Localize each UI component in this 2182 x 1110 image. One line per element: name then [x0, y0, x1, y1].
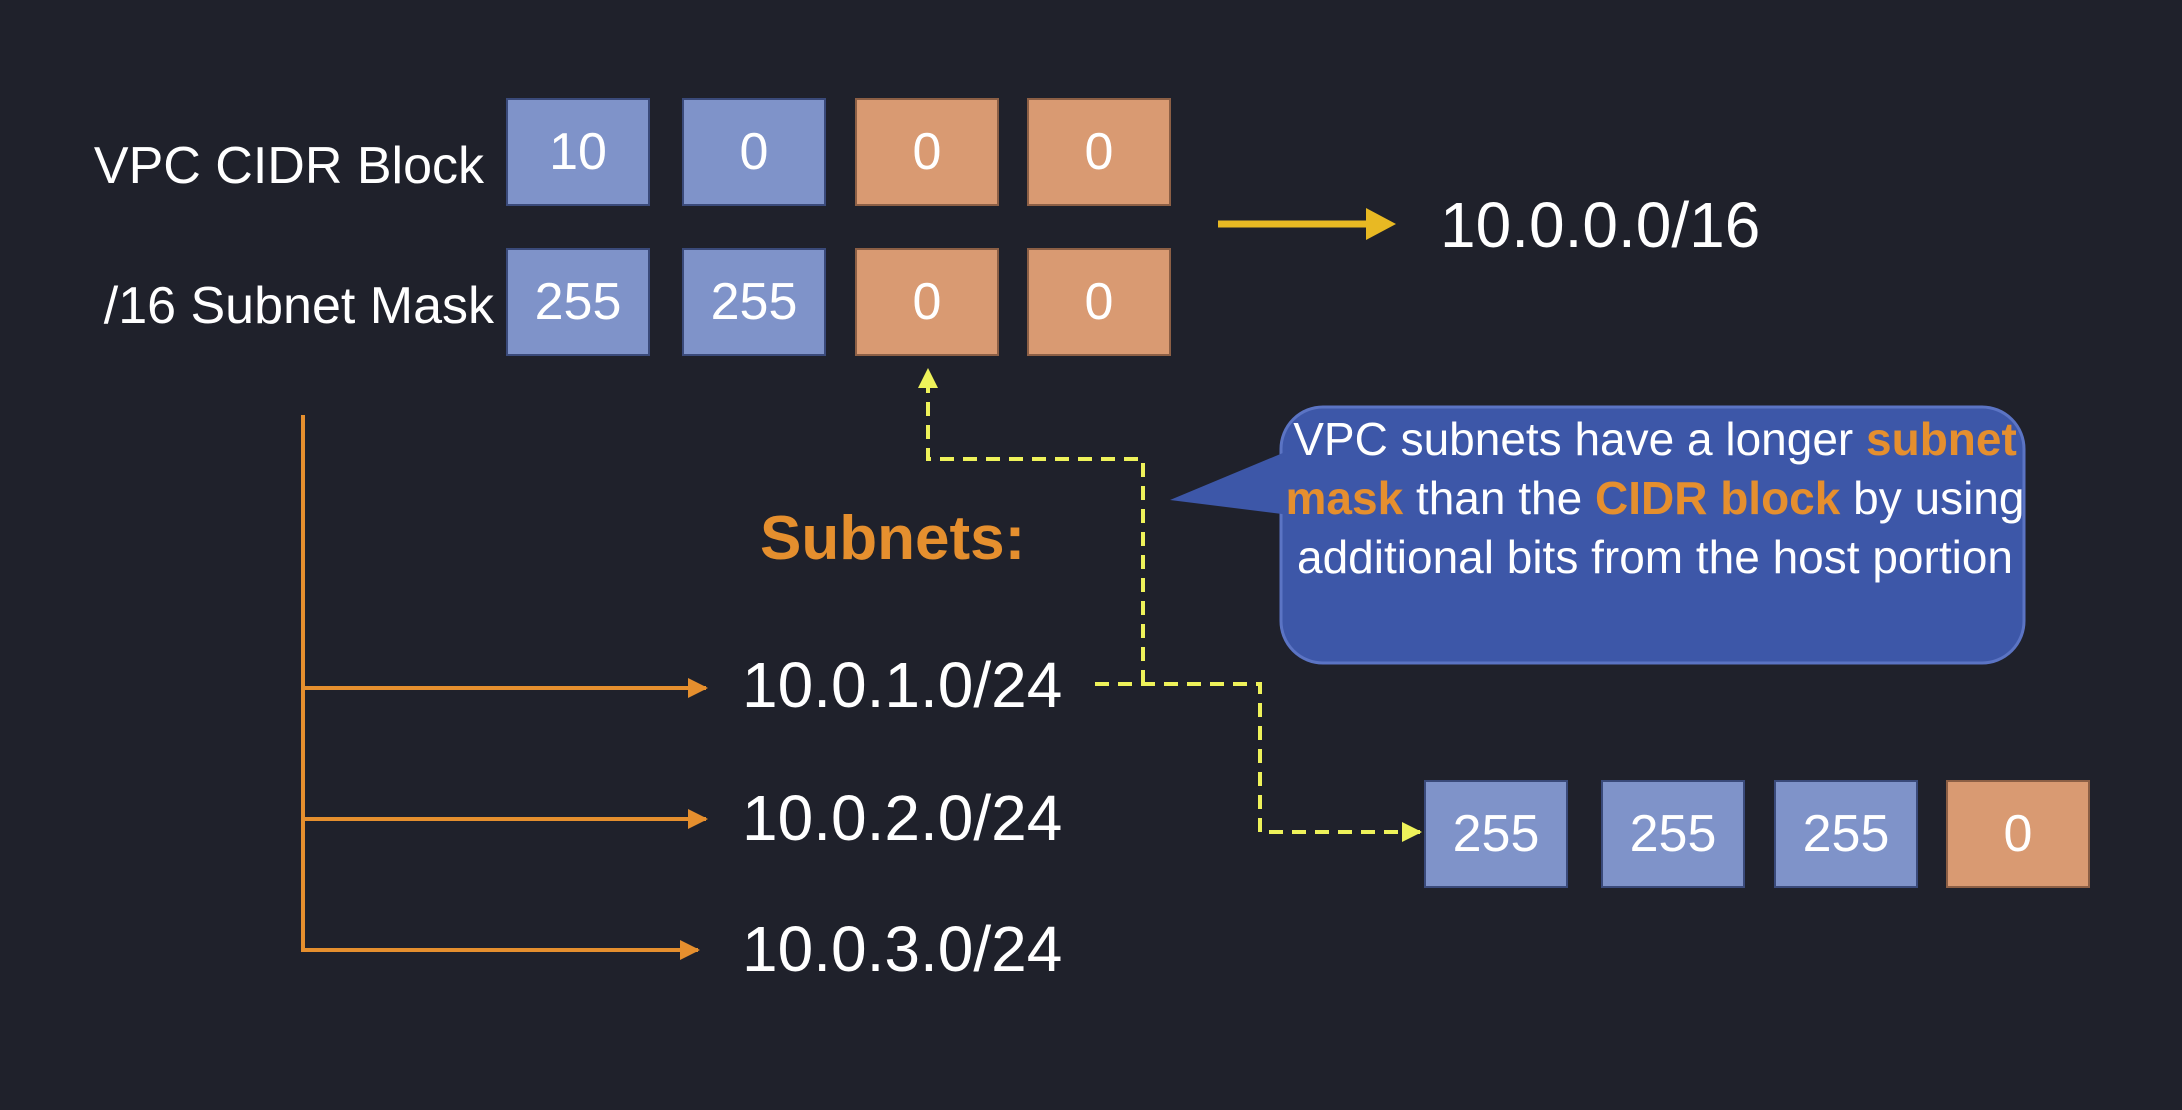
callout-text-3: by using additional bits from the host p… — [1297, 472, 2025, 583]
subnet-mask-24-octet-4: 0 — [1946, 780, 2090, 888]
cidr-octet-3: 0 — [855, 98, 999, 206]
mask-octet-1: 255 — [506, 248, 650, 356]
cidr-result-arrow — [1218, 208, 1396, 240]
mask-octet-3: 0 — [855, 248, 999, 356]
subnet-mask-label: /16 Subnet Mask — [103, 277, 494, 335]
callout-bubble — [1170, 405, 2026, 665]
subnets-heading: Subnets: — [760, 504, 1026, 573]
cidr-block-label: VPC CIDR Block — [93, 137, 484, 195]
subnet-mask-24-octet-2: 255 — [1601, 780, 1745, 888]
subnet-item-2: 10.0.2.0/24 — [742, 782, 1063, 854]
cidr-result: 10.0.0.0/16 — [1440, 189, 1761, 261]
subnet-item-3: 10.0.3.0/24 — [742, 913, 1063, 985]
cidr-octet-1: 10 — [506, 98, 650, 206]
mask-octet-2: 255 — [682, 248, 826, 356]
cidr-octet-4: 0 — [1027, 98, 1171, 206]
subnet-mask-24-octet-3: 255 — [1774, 780, 1918, 888]
mask-octet-4: 0 — [1027, 248, 1171, 356]
callout-text-1: VPC subnets have a longer — [1293, 413, 1854, 465]
subnet-item-1: 10.0.1.0/24 — [742, 649, 1063, 721]
cidr-octet-2: 0 — [682, 98, 826, 206]
callout-text-2: than the — [1415, 472, 1583, 524]
subnet-mask-24-octet-1: 255 — [1424, 780, 1568, 888]
callout-highlight-subnet-mask: subnet mask — [1285, 413, 2017, 524]
callout-highlight-cidr-block: CIDR block — [1594, 472, 1841, 524]
dashed-connectors — [918, 368, 1422, 842]
subnet-tree-lines — [301, 415, 708, 960]
callout-text: VPC subnets have a longer subnet mask th… — [1285, 410, 2025, 587]
